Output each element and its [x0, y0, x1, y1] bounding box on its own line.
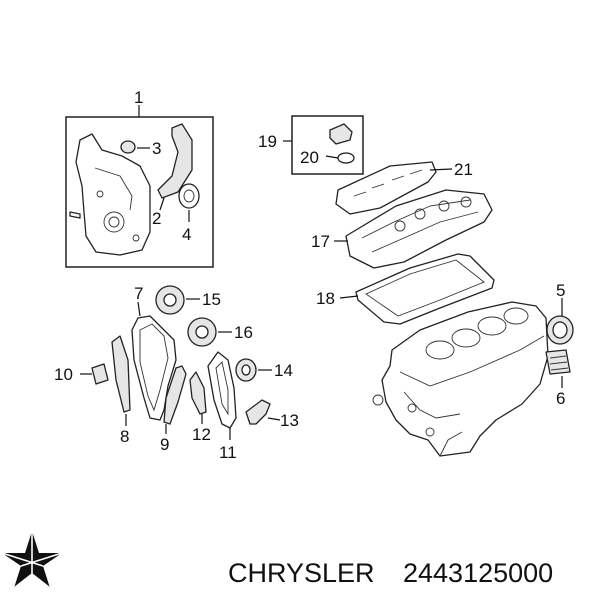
- callout-4: 4: [182, 225, 191, 244]
- timing-cover-group: 1 3 2 4: [65, 88, 214, 268]
- callout-11: 11: [219, 443, 237, 462]
- timing-cover: [75, 133, 151, 256]
- leader-21: [429, 168, 453, 171]
- callout-3: 3: [152, 139, 161, 158]
- callout-12: 12: [192, 425, 211, 444]
- block-plug: [372, 394, 384, 406]
- cylinder-bore-2: [451, 328, 481, 348]
- valve-cover-gasket: [355, 253, 495, 325]
- valve-cover: [345, 189, 493, 269]
- rear-main-seal-inner: [552, 321, 568, 339]
- chain-guide-left: [111, 335, 131, 413]
- block-rib: [439, 431, 463, 457]
- chain-tensioner: [91, 363, 109, 385]
- timing-cover-rib: [94, 167, 133, 211]
- part-number: 2443125000: [403, 558, 553, 588]
- engine-block-group: 5 6: [372, 281, 574, 457]
- callout-1: 1: [134, 88, 143, 107]
- callout-5: 5: [556, 281, 565, 300]
- callout-14: 14: [274, 361, 293, 380]
- block-deck-edge: [399, 335, 545, 387]
- cam-sprocket-lower-hub: [195, 325, 209, 339]
- balance-shaft-chain: [207, 351, 237, 429]
- timing-cover-hole: [96, 190, 104, 198]
- callout-18: 18: [316, 289, 335, 308]
- timing-components-group: 15 16 7 8 10 9 12 11: [54, 284, 299, 462]
- valve-cover-port: [438, 200, 450, 212]
- oil-filler-cap: [329, 123, 353, 145]
- callout-6: 6: [556, 389, 565, 408]
- oil-cap-frame: [291, 115, 364, 175]
- callout-8: 8: [120, 427, 129, 446]
- cover-gasket: [157, 123, 193, 199]
- cover-plate-ribs: [549, 355, 569, 371]
- valve-cover-ridge: [361, 199, 471, 239]
- chain-guide-small: [189, 371, 207, 415]
- gasket-inner-edge: [365, 259, 485, 317]
- leader-20: [325, 155, 339, 159]
- callout-10: 10: [54, 365, 73, 384]
- cam-sprocket-upper-hub: [163, 293, 177, 307]
- engine-block: [381, 301, 549, 457]
- cover-plug: [120, 140, 136, 154]
- top-cover-ribs: [353, 169, 423, 197]
- callout-2: 2: [152, 209, 161, 228]
- leader-13: [267, 417, 281, 421]
- leader-18: [339, 295, 359, 299]
- oil-cap-seal: [337, 152, 355, 164]
- timing-chain-inner: [139, 323, 169, 412]
- cylinder-bore-3: [477, 316, 507, 336]
- valve-cover-port: [394, 220, 406, 232]
- leader-2: [159, 197, 165, 211]
- callout-16: 16: [234, 323, 253, 342]
- timing-cover-seal-bore: [103, 211, 125, 233]
- block-rib: [403, 391, 461, 419]
- valve-cover-group: 21 17 18: [311, 160, 495, 325]
- timing-cover-hole: [132, 234, 140, 242]
- valve-cover-port: [414, 208, 426, 220]
- valve-cover-port: [460, 196, 472, 208]
- balance-chain-tensioner: [245, 399, 271, 425]
- cylinder-bore-1: [425, 340, 455, 360]
- timing-cover-seal-bore-inner: [108, 216, 120, 228]
- engine-top-cover: [335, 161, 437, 215]
- cover-bolt: [69, 211, 81, 219]
- brand-name: CHRYSLER: [228, 558, 375, 588]
- chain-guide-center: [163, 365, 187, 425]
- callout-19: 19: [258, 132, 277, 151]
- callout-17: 17: [311, 232, 330, 251]
- oil-cap-group: 19 20: [258, 115, 364, 175]
- chrysler-logo-icon: [1, 531, 63, 589]
- cylinder-bore-4: [503, 307, 529, 325]
- callout-15: 15: [202, 290, 221, 309]
- leader-7: [137, 301, 141, 317]
- crank-seal: [178, 183, 200, 209]
- callout-7: 7: [134, 284, 143, 303]
- idler-sprocket-hub: [241, 364, 251, 376]
- block-hole: [425, 427, 435, 437]
- callout-9: 9: [160, 435, 169, 454]
- balance-shaft-chain-inner: [215, 361, 229, 416]
- callout-20: 20: [300, 148, 319, 167]
- valve-cover-ridge: [371, 211, 479, 253]
- callout-21: 21: [454, 160, 473, 179]
- block-hole: [407, 403, 417, 413]
- crank-seal-inner: [183, 189, 195, 203]
- callout-13: 13: [280, 411, 299, 430]
